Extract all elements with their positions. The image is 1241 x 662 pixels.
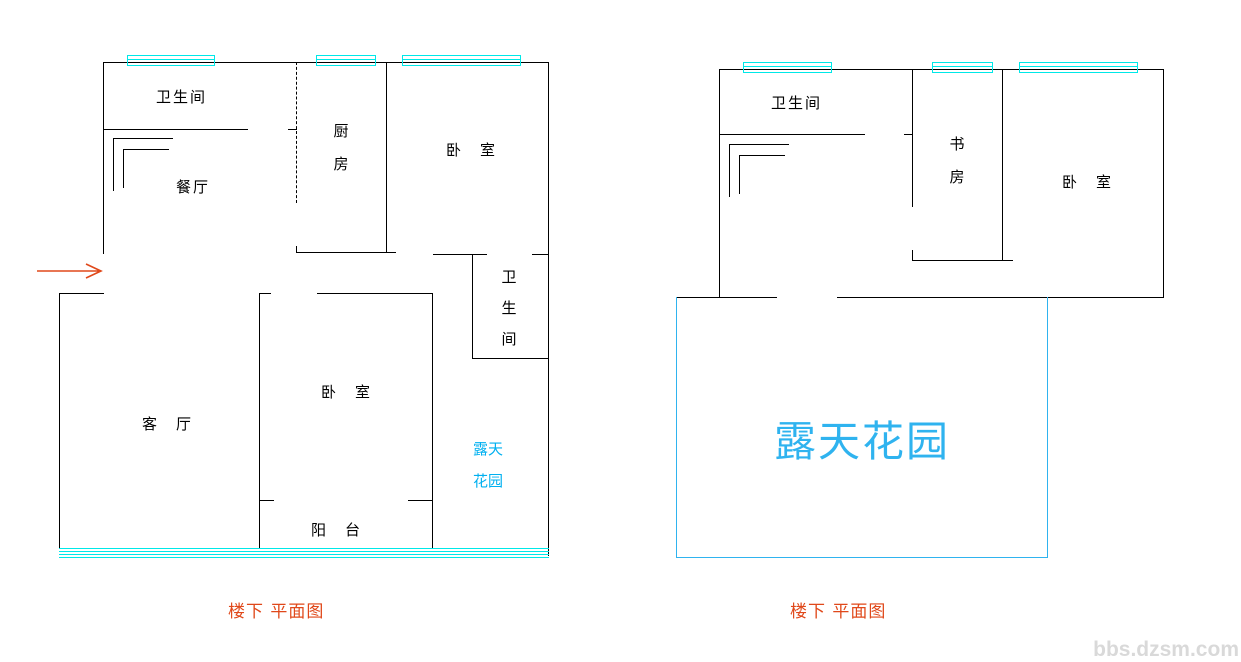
window-symbol	[932, 62, 993, 73]
wall-study-bottom	[912, 260, 1013, 261]
room-label-dining: 餐厅	[176, 178, 211, 196]
wall-bathroom-divider	[103, 129, 248, 130]
wall-bedroom-top-b	[317, 293, 433, 294]
wall-right-plan-left	[719, 69, 720, 298]
wall-left-plan-right	[548, 62, 549, 556]
wall-right-plan-bottom-a	[676, 297, 777, 298]
wall-left-plan-left-upper	[103, 62, 104, 254]
window-symbol	[743, 62, 832, 73]
caption-left-plan: 楼下 平面图	[228, 602, 325, 622]
furniture-corner-line	[123, 149, 169, 150]
wall-divider-nib	[288, 129, 297, 130]
wall-study-right	[1002, 69, 1003, 261]
wall-living-top-stub	[59, 293, 104, 294]
wall-bedroom-top-a	[259, 293, 271, 294]
room-label-garden: 露天花园	[773, 417, 950, 466]
room-label-study: 书房	[949, 135, 965, 186]
room-label-bedroom-top: 卧 室	[446, 141, 498, 159]
window-symbol	[316, 55, 376, 66]
wall-bathroom-side-left	[472, 254, 473, 359]
wall-bathroom2-divider	[719, 134, 865, 135]
window-symbol	[402, 55, 521, 66]
wall-left-plan-top	[103, 62, 548, 63]
wall-right-plan-top	[719, 69, 1164, 70]
room-label-garden-small: 露天 花园	[461, 433, 515, 497]
dashed-wall-kitchen	[296, 62, 297, 203]
wall-bathroom-side-bottom	[472, 358, 549, 359]
entrance-arrow-icon	[37, 263, 103, 279]
wall-divider-nib	[904, 134, 913, 135]
wall-study-left-lower	[912, 250, 913, 261]
furniture-corner-line	[123, 149, 124, 188]
caption-right-plan: 楼下 平面图	[790, 602, 887, 622]
wall-kitchen-right	[386, 62, 387, 253]
window-symbol	[127, 55, 215, 66]
garden-small-line1: 露天	[472, 440, 503, 458]
wall-bedroom-right	[432, 293, 433, 549]
furniture-corner-line	[113, 138, 173, 139]
wall-kitchen-bottom-tick	[296, 246, 297, 253]
furniture-corner-line	[729, 144, 789, 145]
room-label-kitchen: 厨房	[333, 122, 349, 173]
wall-balcony-divider-left	[259, 500, 274, 501]
room-label-living: 客 厅	[142, 415, 194, 433]
room-label-bathroom2: 卫生间	[771, 94, 823, 112]
wall-study-left-upper	[912, 69, 913, 207]
furniture-corner-line	[739, 155, 785, 156]
wall-kitchen-bottom	[296, 252, 396, 253]
wall-living-left	[59, 293, 60, 549]
furniture-corner-line	[729, 144, 730, 197]
window-symbol	[1019, 62, 1138, 73]
furniture-corner-line	[113, 138, 114, 191]
watermark-text: bbs.dzsm.com	[1093, 638, 1239, 661]
wall-bedroom-left	[259, 293, 260, 549]
room-label-bathroom-top: 卫生间	[156, 88, 208, 106]
garden-border	[676, 297, 1048, 558]
room-label-balcony: 阳 台	[311, 521, 363, 539]
window-strip-bottom	[59, 548, 549, 558]
wall-right-plan-bottom-b	[837, 297, 1164, 298]
room-label-bedroom2: 卧 室	[1062, 173, 1114, 191]
furniture-corner-line	[739, 155, 740, 194]
room-label-bathroom-side: 卫生间	[501, 268, 517, 348]
garden-small-line2: 花园	[472, 472, 503, 490]
room-label-bedroom-main: 卧 室	[321, 383, 373, 401]
wall-right-plan-right	[1163, 69, 1164, 298]
wall-hall-top-left	[433, 254, 487, 255]
wall-hall-top-right	[532, 254, 549, 255]
wall-balcony-divider-right	[408, 500, 433, 501]
